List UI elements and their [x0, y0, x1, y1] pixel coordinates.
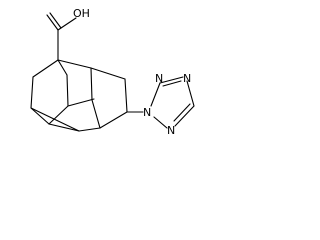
bond-c13-c6	[90, 67, 126, 80]
bond-c11-c4	[48, 123, 80, 132]
carboxylic-acid-group: OH O	[46, 7, 90, 61]
bond-c4-c5	[48, 105, 69, 125]
tetrazole-n1-label: N	[143, 106, 151, 119]
bond-c3-c4	[30, 107, 50, 125]
carboxyl-oh-label: OH	[73, 7, 90, 20]
adamantane-tetrazole-structure: OH O N N N N	[30, 7, 195, 137]
bond-c10-c11	[78, 127, 101, 132]
bond-c7-c10	[91, 99, 101, 129]
bond-n3-c	[186, 80, 195, 107]
tetrazole-n2-label: N	[155, 72, 163, 85]
bond-c6-c7	[90, 67, 93, 101]
tetrazole-n4-label: N	[167, 124, 175, 137]
tetrazole-ring: N N N N	[143, 72, 195, 137]
bond-c8-c5	[66, 74, 69, 107]
bond-c-o-double-a	[46, 14, 59, 31]
bond-n4-n1	[153, 116, 168, 129]
bond-c-n4	[174, 105, 195, 127]
bond-c3-c11	[30, 107, 80, 132]
bond-c1-c8	[57, 59, 68, 76]
bond-n1-n2	[150, 82, 161, 107]
adamantane-cage	[30, 59, 128, 132]
bond-c2-c3	[30, 76, 34, 109]
bond-c5-c9	[67, 98, 95, 107]
bond-c-n4-double	[173, 103, 191, 122]
bond-c1-c6	[57, 59, 92, 69]
bond-n2-n3	[159, 76, 184, 84]
bond-c10-c12	[99, 111, 128, 129]
bond-c12-c13	[124, 78, 128, 113]
bond-c1-c2	[32, 59, 59, 78]
bond-n2-n3-double	[162, 80, 182, 87]
tetrazole-n3-label: N	[183, 72, 191, 85]
bond-c-o-double-b	[49, 12, 62, 29]
